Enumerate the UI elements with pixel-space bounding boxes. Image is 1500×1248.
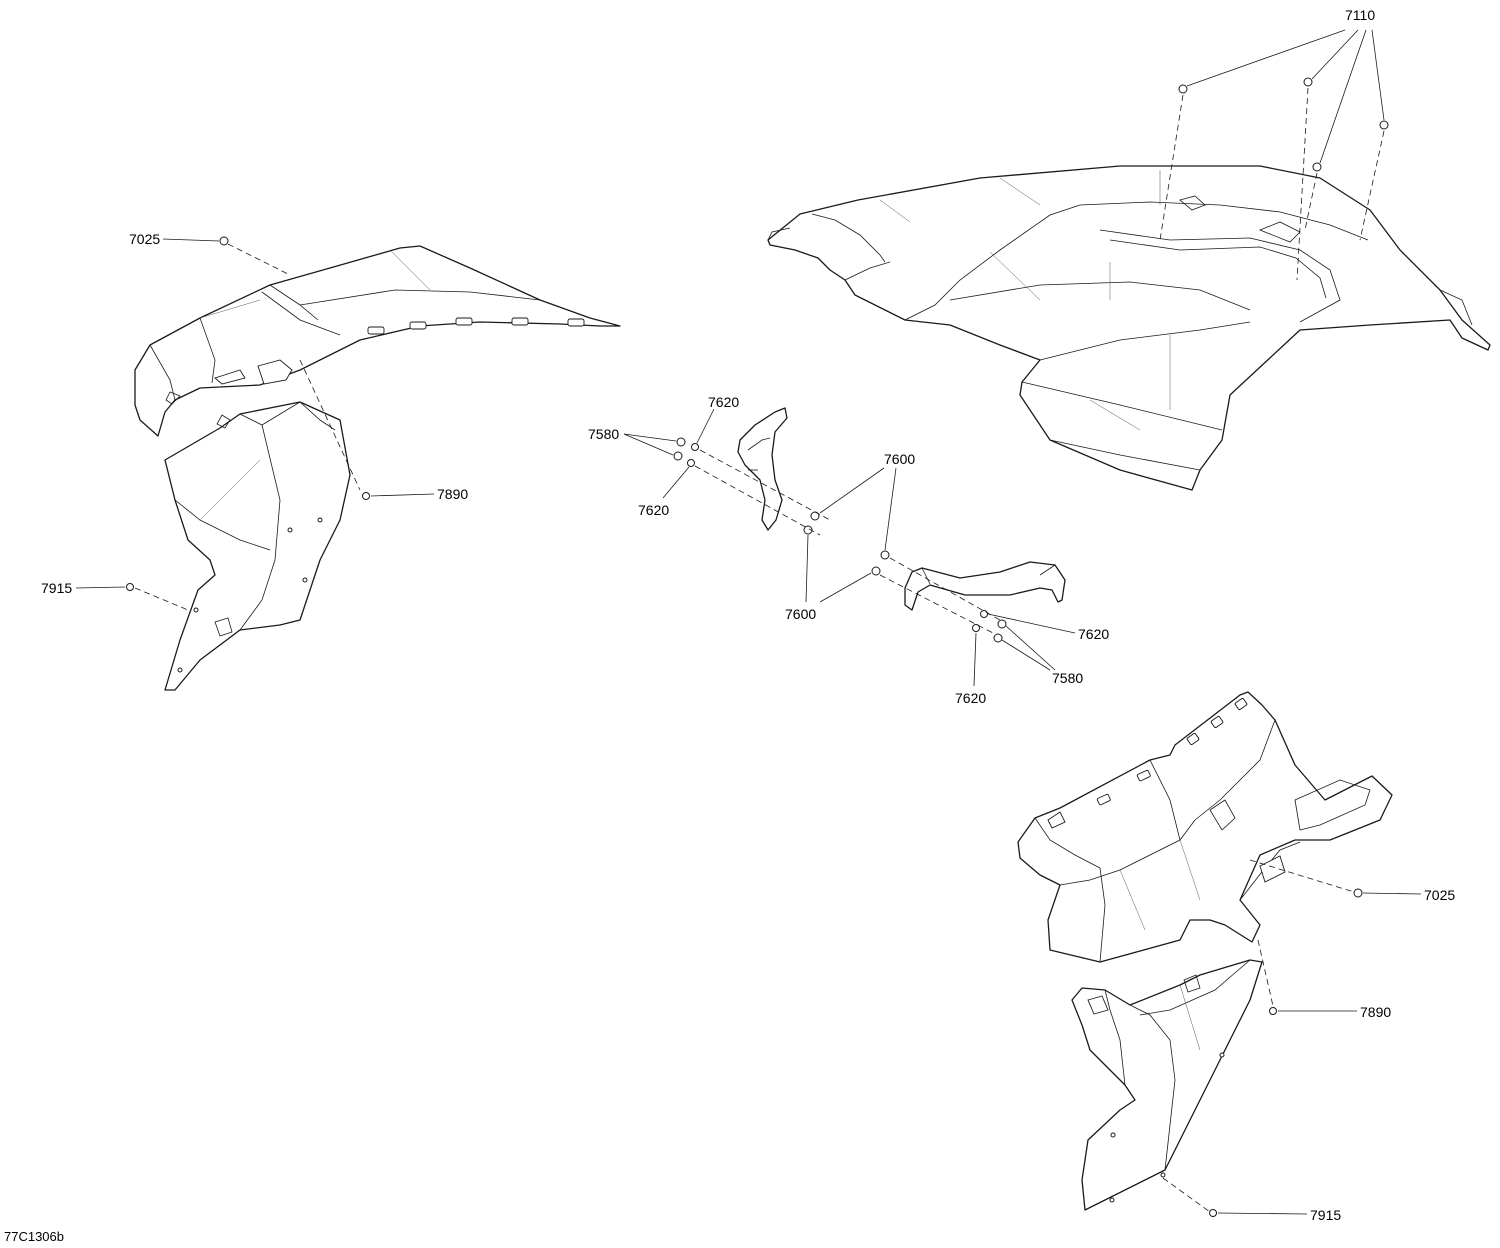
washer-7620-a [691,443,699,451]
bolt-7580-d [993,633,1003,643]
screw-7890-left [362,492,370,500]
callout-7600-b: 7600 [785,606,816,622]
callout-7890-right: 7890 [1360,1004,1391,1020]
screw-7890-right [1269,1007,1277,1015]
rivet-7110-a [1178,84,1188,94]
callout-labels: 7110 7025 7890 7915 7620 7580 7620 7600 … [41,7,1455,1223]
nut-7600-b [803,525,813,535]
leader-lines [75,29,1422,1215]
left-upper-side-panel [134,245,621,437]
right-upper-side-panel [1017,691,1393,963]
callout-7620-a: 7620 [708,394,739,410]
figure-reference: 77C1306b [4,1229,64,1244]
callout-7580-b: 7580 [1052,670,1083,686]
bolt-7580-c [997,619,1007,629]
push-nut-7025-right [1353,888,1363,898]
bolt-7580-a [676,437,686,447]
screw-7915-left [126,583,134,591]
fasteners [126,77,1389,1217]
callout-7110: 7110 [1345,7,1375,23]
callout-7025-right: 7025 [1424,887,1455,903]
assembly-lines [134,87,1385,1213]
washer-7620-d [972,624,980,632]
nut-7600-d [871,566,881,576]
callout-7580-a: 7580 [588,426,619,442]
callout-7915-left: 7915 [41,580,72,596]
rivet-7110-c [1312,162,1322,172]
screw-7915-right [1209,1209,1217,1217]
washer-7620-b [687,459,695,467]
callout-7600-a: 7600 [884,451,915,467]
rivet-7110-b [1303,77,1313,87]
callout-7620-c: 7620 [1078,626,1109,642]
roof-panel [767,165,1491,491]
callout-7620-d: 7620 [955,690,986,706]
curved-bracket-lower [904,561,1066,611]
curved-bracket-upper [737,407,788,531]
bolt-7580-b [673,451,683,461]
push-nut-7025-left [219,236,229,246]
right-lower-side-panel [1071,959,1263,1211]
washer-7620-c [980,610,988,618]
callout-7915-right: 7915 [1310,1207,1341,1223]
callout-7890-left: 7890 [437,486,468,502]
nut-7600-c [880,550,890,560]
rivet-7110-d [1379,120,1389,130]
callout-7620-b: 7620 [638,502,669,518]
left-lower-side-panel [164,401,351,691]
callout-7025-left: 7025 [129,231,160,247]
